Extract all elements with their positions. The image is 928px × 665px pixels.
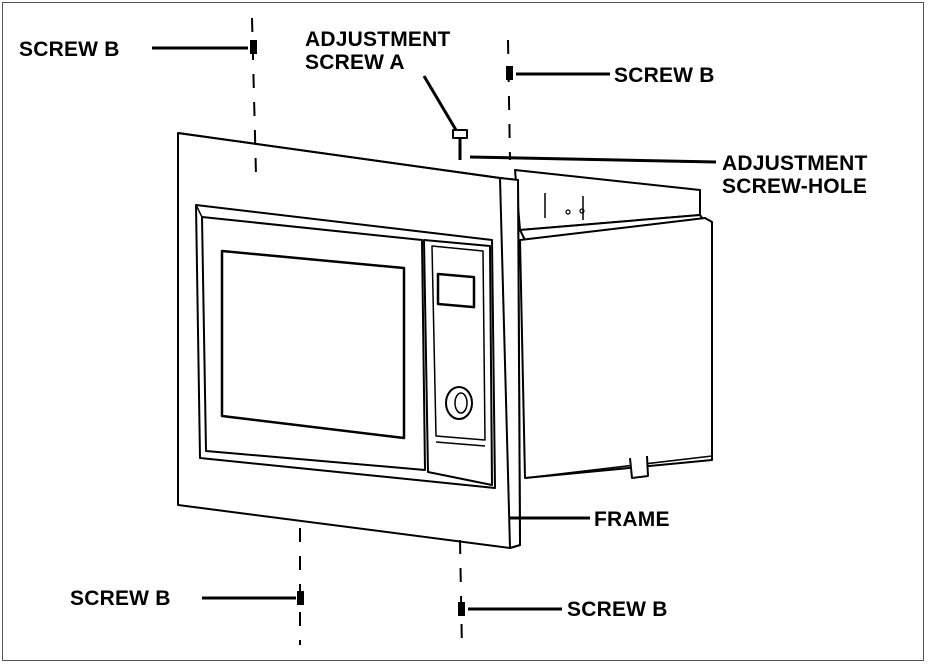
control-panel	[423, 239, 493, 486]
label-adjustment-screw-hole-line2: SCREW-HOLE	[722, 175, 868, 198]
oven-door	[195, 204, 496, 489]
adjustment-screw-a	[452, 129, 468, 160]
leader-lines	[152, 46, 717, 611]
screw-b-markers	[250, 40, 513, 616]
label-screw-b-top-left: SCREW B	[19, 38, 120, 61]
label-adjustment-screw-hole-line1: ADJUSTMENT	[722, 152, 868, 175]
label-screw-b-bottom-left: SCREW B	[70, 587, 171, 610]
label-screw-b-bottom-right: SCREW B	[567, 598, 668, 621]
label-frame: FRAME	[594, 508, 670, 531]
label-adjustment-screw-a-line1: ADJUSTMENT	[305, 28, 451, 51]
label-adjustment-screw-hole: ADJUSTMENT SCREW-HOLE	[722, 152, 868, 198]
label-adjustment-screw-a: ADJUSTMENT SCREW A	[305, 28, 451, 74]
label-screw-b-top-right: SCREW B	[614, 64, 715, 87]
oven-body	[514, 169, 713, 479]
screw-axis-lines	[251, 17, 511, 651]
label-adjustment-screw-a-line2: SCREW A	[305, 51, 405, 74]
